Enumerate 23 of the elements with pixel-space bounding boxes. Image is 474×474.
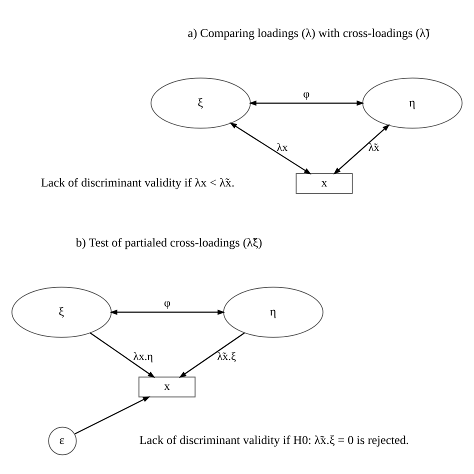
edge-label: λ̃x.ξ <box>217 350 236 363</box>
edge-label: λx <box>276 142 288 154</box>
arrow <box>178 332 245 378</box>
label: Lack of discriminant validity if λx < λ̃x. <box>40 175 234 190</box>
arrow <box>230 122 312 174</box>
label: a) Comparing loadings (λ) with cross-loadings (λ̃) <box>188 26 430 40</box>
edge-label: λx.η <box>133 350 154 363</box>
edge-label: φ <box>164 297 170 310</box>
edge-label: φ <box>303 88 310 100</box>
node-box: x <box>138 376 196 397</box>
node-box: x <box>296 172 353 194</box>
arrow <box>248 100 364 106</box>
arrow <box>90 332 156 378</box>
node-circle: ε <box>48 426 77 455</box>
node-ellipse: ξ <box>11 286 112 338</box>
node-ellipse: η <box>362 77 463 128</box>
edge-label: λ̃x <box>368 142 380 154</box>
label: Lack of discriminant validity if H0: λ̃x.ξ = 0 is rejected. <box>139 432 409 447</box>
label: b) Test of partialed cross-loadings (λ̃ξ) <box>76 234 262 249</box>
arrow <box>333 124 390 174</box>
node-ellipse: η <box>223 286 324 338</box>
arrow <box>110 309 226 314</box>
arrow <box>74 396 150 434</box>
